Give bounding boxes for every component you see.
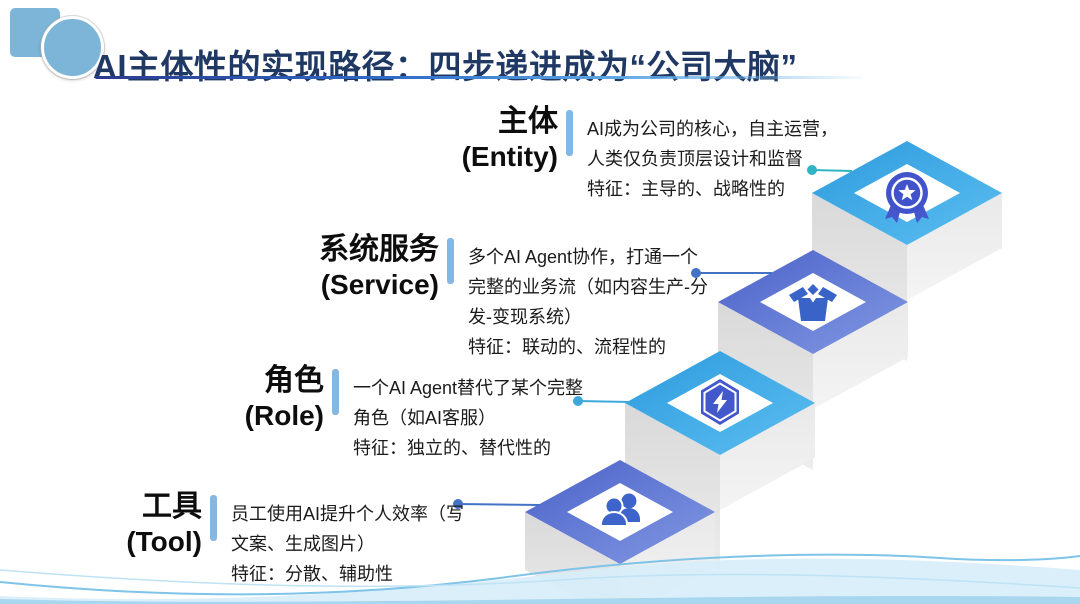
- entity-left-wall: [812, 193, 907, 361]
- title-underline: [95, 76, 863, 79]
- role-right-wall: [720, 403, 815, 510]
- level-row-tool: 工具 (Tool) 员工使用AI提升个人效率（写 文案、生成图片） 特征：分散、…: [26, 489, 491, 589]
- level-row-entity: 主体 (Entity) AI成为公司的核心，自主运营， 人类仅负责顶层设计和监督…: [382, 104, 847, 204]
- level-label-service: 系统服务 (Service): [263, 232, 439, 302]
- description-line: 文案、生成图片）: [231, 534, 375, 554]
- tool-left-wall: [525, 512, 620, 604]
- label-accent-bar: [566, 110, 573, 156]
- shield-lightning-icon: [701, 379, 739, 425]
- page-title: AI主体性的实现路径：四步递进成为“公司大脑”: [93, 48, 798, 86]
- level-description-tool: 员工使用AI提升个人效率（写 文案、生成图片） 特征：分散、辅助性: [231, 489, 491, 589]
- level-label-role: 角色 (Role): [148, 363, 324, 433]
- header-circle-decoration: [41, 16, 104, 79]
- label-accent-bar: [210, 495, 217, 541]
- level-label-zh: 主体: [498, 105, 558, 138]
- tool-diamond-face: [567, 483, 673, 541]
- users-icon: [600, 493, 640, 527]
- step-platform-service: [718, 250, 908, 470]
- level-label-en: (Role): [244, 400, 324, 431]
- description-line: 特征：联动的、流程性的: [468, 337, 666, 357]
- service-diamond-face: [760, 273, 866, 331]
- entity-diamond-face: [854, 164, 960, 222]
- level-label-en: (Service): [320, 269, 439, 300]
- medal-icon: [885, 172, 929, 223]
- level-description-entity: AI成为公司的核心，自主运营， 人类仅负责顶层设计和监督 特征：主导的、战略性的: [587, 104, 847, 204]
- description-line: 特征：分散、辅助性: [231, 564, 393, 584]
- level-description-service: 多个AI Agent协作，打通一个 完整的业务流（如内容生产-分 发-变现系统）…: [468, 232, 728, 362]
- description-line: 角色（如AI客服）: [353, 408, 497, 428]
- level-row-role: 角色 (Role) 一个AI Agent替代了某个完整 角色（如AI客服） 特征…: [148, 363, 613, 463]
- role-diamond-face: [667, 374, 773, 432]
- level-label-en: (Entity): [461, 141, 558, 172]
- level-row-service: 系统服务 (Service) 多个AI Agent协作，打通一个 完整的业务流（…: [263, 232, 728, 362]
- level-label-zh: 角色: [264, 364, 324, 397]
- level-label-entity: 主体 (Entity): [382, 104, 558, 174]
- tool-right-wall: [620, 512, 715, 604]
- role-left-wall: [625, 403, 720, 571]
- level-label-zh: 工具: [142, 490, 202, 523]
- service-left-wall: [718, 302, 813, 470]
- description-line: AI成为公司的核心，自主运营，: [587, 119, 839, 139]
- description-line: 人类仅负责顶层设计和监督: [587, 149, 803, 169]
- step-platform-role: [625, 351, 815, 571]
- service-diamond-border: [718, 250, 908, 354]
- label-accent-bar: [447, 238, 454, 284]
- description-line: 特征：主导的、战略性的: [587, 179, 785, 199]
- description-line: 多个AI Agent协作，打通一个: [468, 247, 699, 267]
- entity-right-wall: [907, 193, 1002, 300]
- open-box-icon: [789, 284, 837, 321]
- description-line: 员工使用AI提升个人效率（写: [231, 504, 465, 524]
- tool-diamond-border: [525, 460, 715, 564]
- label-accent-bar: [332, 369, 339, 415]
- description-line: 完整的业务流（如内容生产-分: [468, 277, 708, 297]
- level-description-role: 一个AI Agent替代了某个完整 角色（如AI客服） 特征：独立的、替代性的: [353, 363, 613, 463]
- role-diamond-border: [625, 351, 815, 455]
- description-line: 一个AI Agent替代了某个完整: [353, 378, 584, 398]
- description-line: 特征：独立的、替代性的: [353, 438, 551, 458]
- description-line: 发-变现系统）: [468, 307, 582, 327]
- level-label-zh: 系统服务: [319, 233, 439, 266]
- level-label-tool: 工具 (Tool): [26, 489, 202, 559]
- service-right-wall: [813, 302, 908, 409]
- level-label-en: (Tool): [126, 526, 202, 557]
- step-platform-tool: [525, 460, 715, 604]
